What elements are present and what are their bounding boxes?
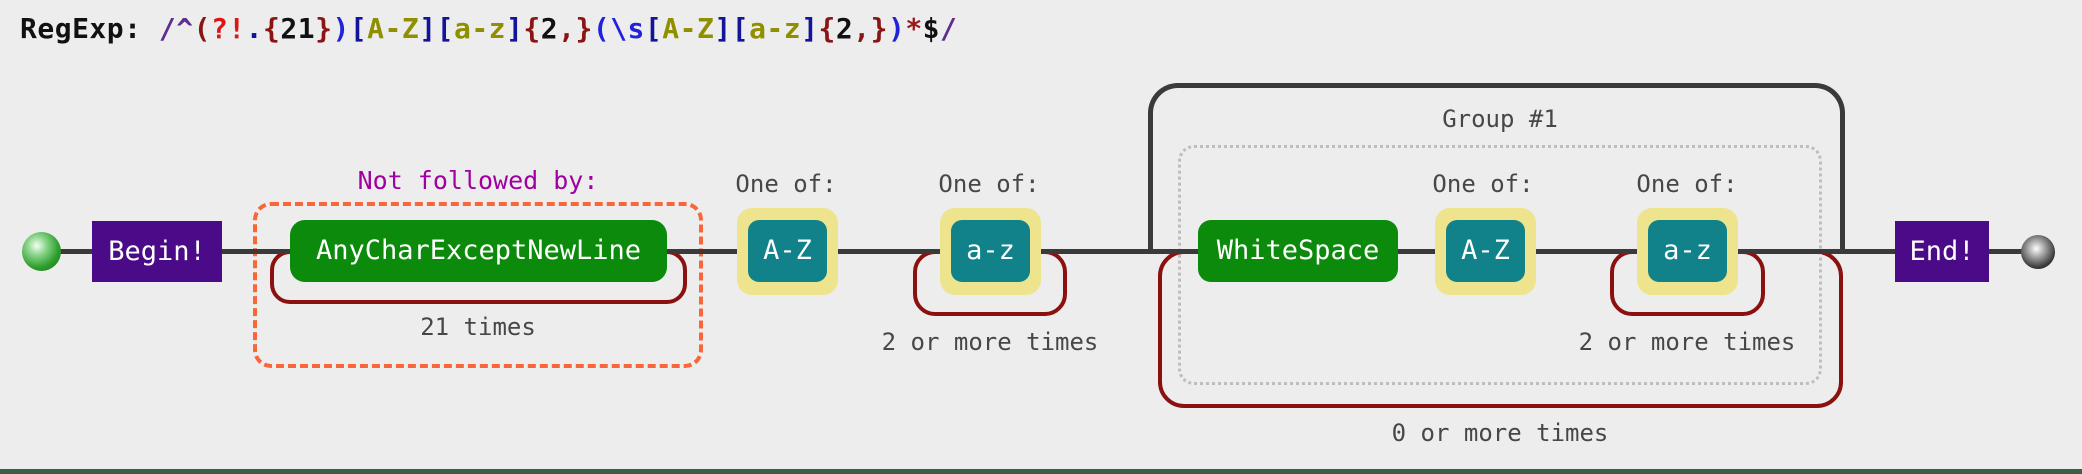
one-of-label-upper: One of: — [735, 170, 837, 198]
group-repeat-label: 0 or more times — [1391, 419, 1609, 447]
negative-lookahead-title: Not followed by: — [357, 166, 599, 195]
regex-token: [ — [731, 12, 750, 45]
group-one-of-label-upper: One of: — [1432, 170, 1534, 198]
regex-token: { — [263, 12, 281, 45]
bottom-panel-edge — [0, 469, 2082, 474]
regex-token: ] — [419, 12, 437, 45]
regex-token: ( — [193, 12, 211, 45]
regex-token: 21 — [280, 12, 316, 45]
group-repeat-label-lowercase: 2 or more times — [1578, 328, 1796, 356]
char-class-node-upper: A-Z — [748, 220, 827, 282]
regex-token: 2 — [540, 12, 559, 45]
regex-token: ?! — [210, 12, 246, 45]
begin-anchor-node: Begin! — [92, 221, 222, 282]
char-class-node-lower: a-z — [951, 220, 1030, 282]
group-one-of-label-lower: One of: — [1636, 170, 1738, 198]
negative-lookahead-border — [253, 202, 703, 368]
regex-token: ( — [592, 12, 611, 45]
group-char-class-node-lower: a-z — [1648, 220, 1727, 282]
regex-token: [ — [436, 12, 454, 45]
regex-token: } — [575, 12, 593, 45]
regex-token: [ — [644, 12, 663, 45]
regex-token: , — [853, 12, 871, 45]
regex-header: RegExp: /^(?!.{21})[A-Z][a-z]{2,}(\s[A-Z… — [20, 12, 957, 45]
regex-token: / — [940, 12, 958, 45]
start-terminal-ball — [22, 232, 61, 271]
repeat-label-lowercase: 2 or more times — [881, 328, 1099, 356]
regex-token: . — [245, 12, 264, 45]
regex-token: * — [905, 12, 923, 45]
regex-token: ] — [506, 12, 524, 45]
regex-token: [ — [349, 12, 368, 45]
any-char-except-newline-node: AnyCharExceptNewLine — [290, 220, 667, 282]
regex-token: } — [315, 12, 333, 45]
group-char-class-node-upper: A-Z — [1446, 220, 1525, 282]
one-of-label-lower: One of: — [938, 170, 1040, 198]
group-1-border — [1178, 145, 1822, 385]
end-terminal-ball — [2021, 235, 2055, 269]
regex-token: ^ — [176, 12, 194, 45]
regex-token: ) — [332, 12, 350, 45]
end-anchor-node: End! — [1895, 221, 1989, 282]
whitespace-node: WhiteSpace — [1198, 220, 1398, 282]
regex-token: { — [818, 12, 836, 45]
regex-token: ] — [801, 12, 819, 45]
regex-token: A-Z — [662, 12, 715, 45]
regex-token: / — [158, 12, 177, 45]
regex-token: { — [523, 12, 541, 45]
repeat-label-21-times: 21 times — [420, 313, 536, 341]
regex-token: , — [558, 12, 576, 45]
regex-token: A-Z — [367, 12, 420, 45]
group-1-title: Group #1 — [1442, 105, 1558, 133]
regex-token: 2 — [835, 12, 854, 45]
group-skip-line — [1148, 83, 1845, 254]
regex-token: ] — [714, 12, 732, 45]
regex-token: } — [870, 12, 888, 45]
regex-token: ) — [887, 12, 906, 45]
regex-token: $ — [922, 12, 941, 45]
regex-token: RegExp: — [20, 12, 159, 45]
regex-token: \s — [610, 12, 645, 45]
regex-token: a-z — [749, 12, 802, 45]
regex-token: a-z — [453, 12, 507, 45]
